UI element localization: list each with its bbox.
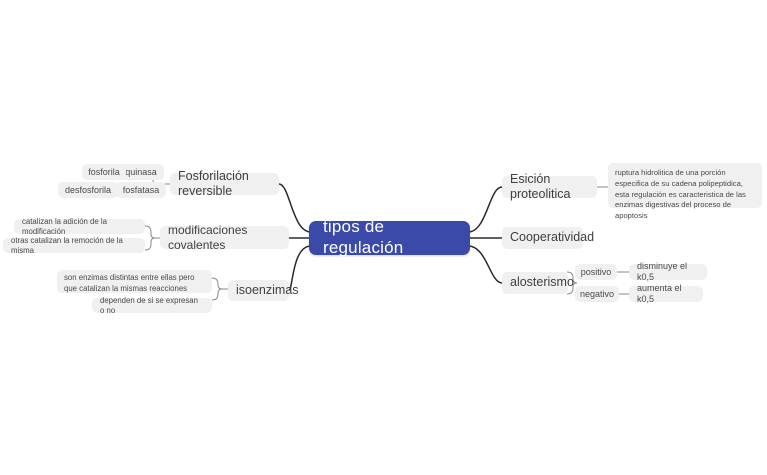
node-modificaciones-covalentes-label: modificaciones covalentes (168, 222, 248, 252)
node-quinasa[interactable]: quinasa (118, 164, 164, 180)
node-fosforila-label: fosforila (88, 166, 120, 177)
node-esicion-detalle[interactable]: ruptura hidrolitica de una porción espec… (608, 163, 762, 220)
node-enzimas-distintas-label: son enzimas distintas entre ellas pero q… (64, 273, 195, 293)
node-quinasa-label: quinasa (125, 166, 157, 177)
node-catalizan-adicion[interactable]: catalizan la adición de la modificación (14, 217, 145, 236)
node-otras-catalizan-remocion-label: otras catalizan la remoción de la misma (11, 236, 123, 255)
node-enzimas-distintas[interactable]: son enzimas distintas entre ellas pero q… (57, 270, 212, 293)
node-positivo-label: positivo (580, 266, 612, 277)
node-desfosforila-label: desfosforila (64, 184, 112, 195)
node-fosforilacion-reversible[interactable]: Fosforilación reversible (170, 169, 279, 198)
node-aumenta-k05[interactable]: aumenta el k0,5 (629, 283, 703, 304)
node-isoenzimas[interactable]: isoenzimas (228, 280, 299, 301)
root-node-label: tipos de regulación (323, 217, 404, 257)
node-esicion-proteolitica-label: Esición proteolitica (510, 171, 571, 201)
node-alosterismo-label: alosterismo (510, 275, 574, 290)
node-modificaciones-covalentes[interactable]: modificaciones covalentes (160, 222, 289, 252)
bracket-isoenzimas (211, 277, 223, 301)
node-fosfatasa[interactable]: fosfatasa (116, 182, 166, 198)
root-node[interactable]: tipos de regulación (309, 217, 470, 257)
node-fosforilacion-reversible-label: Fosforilación reversible (178, 168, 249, 198)
node-isoenzimas-label: isoenzimas (236, 282, 299, 297)
node-aumenta-k05-label: aumenta el k0,5 (637, 283, 682, 304)
node-dependen-expresan-label: dependen de si se expresan o no (100, 296, 198, 315)
node-cooperatividad-label: Cooperatividad (510, 230, 595, 245)
node-catalizan-adicion-label: catalizan la adición de la modificación (22, 217, 107, 236)
node-fosfatasa-label: fosfatasa (122, 184, 160, 195)
node-esicion-proteolitica[interactable]: Esición proteolitica (502, 172, 597, 201)
node-positivo[interactable]: positivo (575, 264, 617, 280)
edge-root-esicion (467, 186, 503, 233)
node-dependen-expresan[interactable]: dependen de si se expresan o no (92, 296, 212, 315)
node-disminuye-k05[interactable]: disminuye el k0,5 (629, 261, 707, 282)
node-otras-catalizan-remocion[interactable]: otras catalizan la remoción de la misma (3, 236, 145, 255)
node-cooperatividad[interactable]: Cooperatividad (502, 227, 594, 249)
node-negativo-label: negativo (579, 288, 615, 299)
node-esicion-detalle-label: ruptura hidrolitica de una porción espec… (615, 168, 746, 221)
node-desfosforila[interactable]: desfosforila (58, 182, 118, 198)
node-alosterismo[interactable]: alosterismo (502, 272, 574, 294)
node-fosforila[interactable]: fosforila (82, 164, 126, 180)
edge-root-alosterismo (467, 245, 503, 284)
node-negativo[interactable]: negativo (575, 286, 619, 302)
bracket-modificaciones (144, 225, 156, 251)
node-disminuye-k05-label: disminuye el k0,5 (637, 261, 688, 282)
edge-root-fosforilacion (278, 183, 312, 233)
